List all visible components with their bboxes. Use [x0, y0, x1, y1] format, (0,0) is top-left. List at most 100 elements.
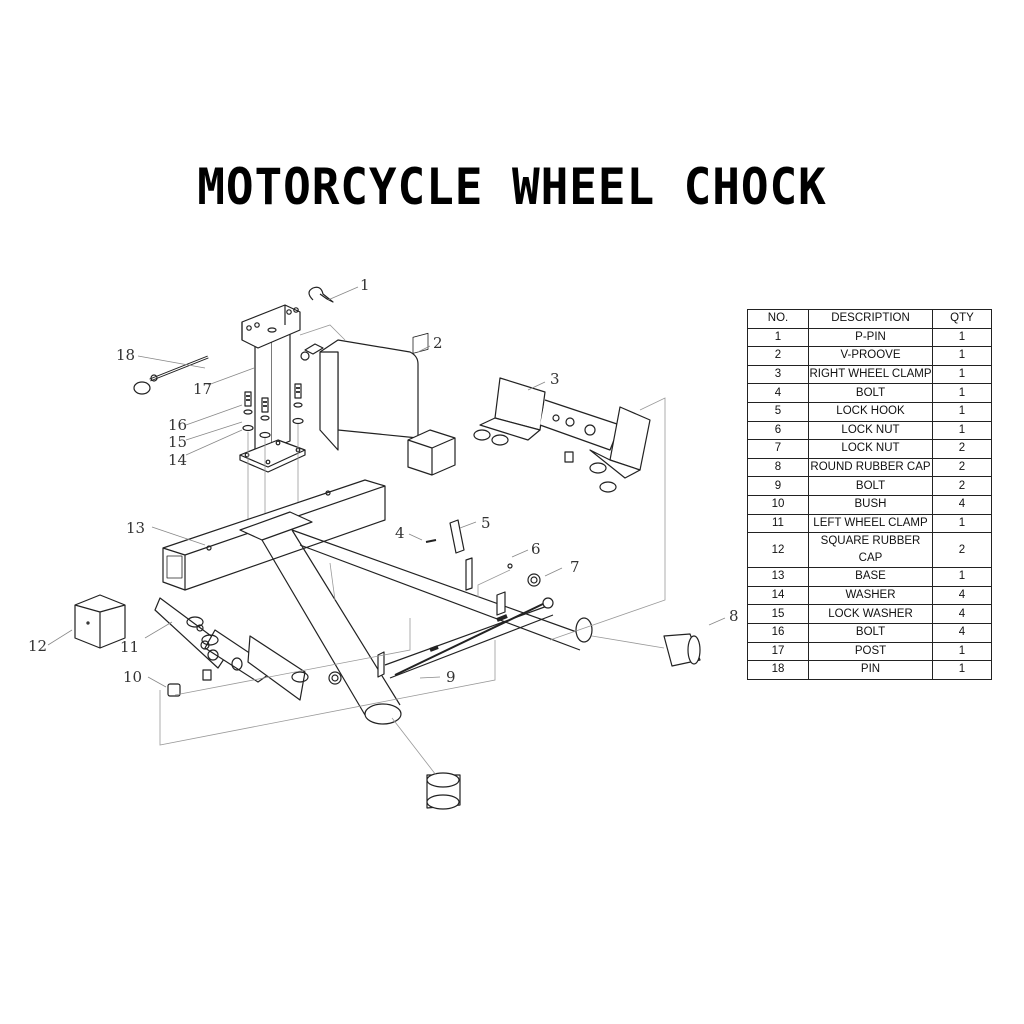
- cell-qty: 4: [932, 622, 992, 643]
- cell-qty: 1: [932, 513, 992, 534]
- cell-no: 2: [747, 346, 809, 366]
- cell-description: LOCK HOOK: [808, 401, 933, 422]
- callout-9: 9: [446, 668, 456, 686]
- callout-2: 2: [433, 334, 443, 352]
- cell-no: 17: [747, 641, 809, 662]
- callout-7: 7: [570, 558, 580, 576]
- cell-no: 6: [747, 420, 809, 441]
- cell-no: 18: [747, 660, 809, 680]
- callout-8: 8: [729, 607, 739, 625]
- cell-no: 16: [747, 622, 809, 643]
- header-description: DESCRIPTION: [808, 309, 933, 329]
- cell-qty: 1: [932, 567, 992, 587]
- callout-6: 6: [531, 540, 541, 558]
- cell-no: 1: [747, 327, 809, 348]
- cell-no: 8: [747, 457, 809, 478]
- p-pin-part: [308, 286, 334, 303]
- callout-17: 17: [193, 380, 212, 398]
- callout-3: 3: [550, 370, 560, 388]
- header-no: NO.: [747, 309, 809, 329]
- cell-description: SQUARE RUBBER CAP: [808, 532, 933, 569]
- cell-description: BOLT: [808, 383, 933, 403]
- cell-no: 9: [747, 476, 809, 496]
- cell-description: LEFT WHEEL CLAMP: [808, 513, 933, 534]
- callout-16: 16: [168, 416, 187, 434]
- cell-qty: 1: [932, 660, 992, 680]
- post-part: [239, 304, 306, 525]
- page-title: MOTORCYCLE WHEEL CHOCK: [197, 158, 827, 216]
- left-wheel-clamp-part: [154, 597, 309, 701]
- cell-qty: 1: [932, 327, 992, 348]
- callout-1: 1: [360, 276, 370, 294]
- pin-part: [133, 355, 209, 395]
- cell-qty: 1: [932, 364, 992, 385]
- cell-description: BASE: [808, 567, 933, 587]
- cell-qty: 1: [932, 420, 992, 441]
- callout-12: 12: [28, 637, 47, 655]
- cell-description: POST: [808, 641, 933, 662]
- header-qty: QTY: [932, 309, 992, 329]
- callout-5: 5: [481, 514, 491, 532]
- cell-description: V-PROOVE: [808, 346, 933, 366]
- cell-description: BOLT: [808, 476, 933, 496]
- parts-table-header: NO. DESCRIPTION QTY: [747, 309, 992, 329]
- cell-no: 4: [747, 383, 809, 403]
- cell-description: LOCK NUT: [808, 420, 933, 441]
- callout-13: 13: [126, 519, 145, 537]
- cell-no: 13: [747, 567, 809, 587]
- v-proove-part: [300, 339, 419, 451]
- cell-qty: 4: [932, 585, 992, 606]
- cell-description: ROUND RUBBER CAP: [808, 457, 933, 478]
- cell-no: 14: [747, 585, 809, 606]
- cell-no: 12: [747, 532, 809, 569]
- cell-no: 11: [747, 513, 809, 534]
- cell-description: LOCK WASHER: [808, 604, 933, 624]
- cell-no: 15: [747, 604, 809, 624]
- callout-4: 4: [395, 524, 405, 542]
- callout-10: 10: [123, 668, 142, 686]
- cell-qty: 1: [932, 346, 992, 366]
- cell-qty: 2: [932, 532, 992, 569]
- callout-11: 11: [120, 638, 139, 656]
- right-wheel-clamp-part: [473, 377, 651, 493]
- cell-description: P-PIN: [808, 327, 933, 348]
- lock-hook-part: [449, 519, 465, 554]
- cell-description: LOCK NUT: [808, 439, 933, 459]
- cell-description: BOLT: [808, 622, 933, 643]
- callout-14: 14: [168, 451, 187, 469]
- cell-qty: 2: [932, 439, 992, 459]
- cell-no: 7: [747, 439, 809, 459]
- cell-qty: 1: [932, 401, 992, 422]
- cell-qty: 4: [932, 604, 992, 624]
- cell-qty: 1: [932, 383, 992, 403]
- cell-no: 10: [747, 494, 809, 515]
- cell-qty: 4: [932, 494, 992, 515]
- cell-description: PIN: [808, 660, 933, 680]
- cell-no: 5: [747, 401, 809, 422]
- base-part: [162, 479, 593, 725]
- cell-qty: 1: [932, 641, 992, 662]
- callout-labels: 1 2 3 4 5 6 7 8 9 10 11 12 13 14 15 16 1…: [28, 276, 739, 686]
- bush-part: [167, 683, 181, 697]
- cell-qty: 2: [932, 476, 992, 496]
- cell-qty: 2: [932, 457, 992, 478]
